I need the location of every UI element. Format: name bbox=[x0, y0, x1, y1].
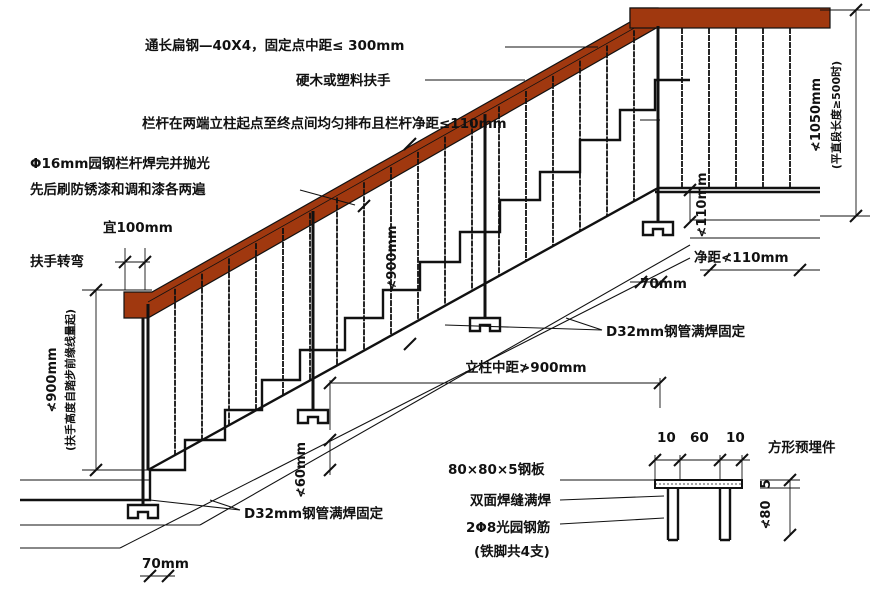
label-offset-70-upper: 70mm bbox=[640, 276, 687, 292]
label-detail-80: ≮80 bbox=[759, 501, 774, 530]
label-round-steel-1: Φ16mm园钢栏杆焊完并抛光 bbox=[30, 155, 210, 172]
post-base-lower bbox=[126, 503, 160, 520]
label-baluster-spacing: 栏杆在两端立柱起点至终点间均匀排布且栏杆净距≤110mm bbox=[142, 115, 507, 132]
dimension-ticks bbox=[89, 3, 863, 583]
label-clear-110: 净距≮110mm bbox=[694, 249, 789, 266]
stair-underside bbox=[20, 244, 691, 549]
label-detail-bar-note: (铁脚共4支) bbox=[474, 543, 550, 560]
landing-slab bbox=[20, 190, 820, 481]
balusters bbox=[141, 26, 791, 505]
label-gap-60: ≮60mm bbox=[294, 442, 309, 498]
label-pipe-weld-lower: D32mm钢管满焊固定 bbox=[244, 505, 384, 522]
label-detail-60: 60 bbox=[690, 430, 709, 446]
anchor-bars bbox=[666, 488, 732, 540]
label-detail-weld: 双面焊缝满焊 bbox=[470, 492, 551, 509]
label-offset-70-lower: 70mm bbox=[142, 556, 189, 572]
leader-lines bbox=[149, 46, 665, 525]
label-detail-bar: 2Φ8光园钢筋 bbox=[466, 519, 550, 536]
post-base-upper bbox=[641, 220, 675, 237]
label-height-900: ≮900mm bbox=[45, 347, 60, 412]
label-post-spacing: 立柱中距≯900mm bbox=[465, 359, 587, 376]
label-height-900-note: (扶手高度自踏步前缘线量起) bbox=[63, 309, 77, 451]
label-detail-10-right: 10 bbox=[726, 430, 745, 446]
label-height-1050: ≮1050mm bbox=[809, 78, 824, 152]
handrail bbox=[123, 7, 831, 319]
label-pipe-weld-upper: D32mm钢管满焊固定 bbox=[606, 323, 746, 340]
label-handrail-material: 硬木或塑料扶手 bbox=[296, 72, 391, 89]
label-gap-110-vertical: ≮110mm bbox=[695, 172, 710, 237]
post-base-mid1 bbox=[296, 408, 330, 425]
label-detail-plate: 80×80×5钢板 bbox=[448, 461, 545, 478]
label-detail-5: 5 bbox=[759, 479, 774, 488]
label-flat-steel: 通长扁钢—40X4，固定点中距≤ 300mm bbox=[145, 37, 404, 54]
text-labels: 通长扁钢—40X4，固定点中距≤ 300mm 硬木或塑料扶手 栏杆在两端立柱起点… bbox=[30, 37, 843, 572]
label-detail-title: 方形预埋件 bbox=[768, 439, 836, 456]
label-detail-10-left: 10 bbox=[657, 430, 676, 446]
label-round-steel-2: 先后刷防锈漆和调和漆各两遍 bbox=[30, 181, 206, 198]
dimension-lines bbox=[82, 9, 870, 577]
post-base-mid2 bbox=[468, 316, 502, 333]
label-rail-height-900: ≮900mm bbox=[385, 225, 400, 290]
label-handrail-turn: 扶手转弯 bbox=[30, 253, 84, 270]
embedded-plate-detail bbox=[654, 479, 743, 542]
label-offset-100: 宜100mm bbox=[103, 219, 173, 236]
label-height-1050-note: (平直段长度≥500时) bbox=[829, 61, 843, 169]
stair-steps bbox=[20, 78, 690, 502]
bottom-rail bbox=[147, 186, 820, 472]
